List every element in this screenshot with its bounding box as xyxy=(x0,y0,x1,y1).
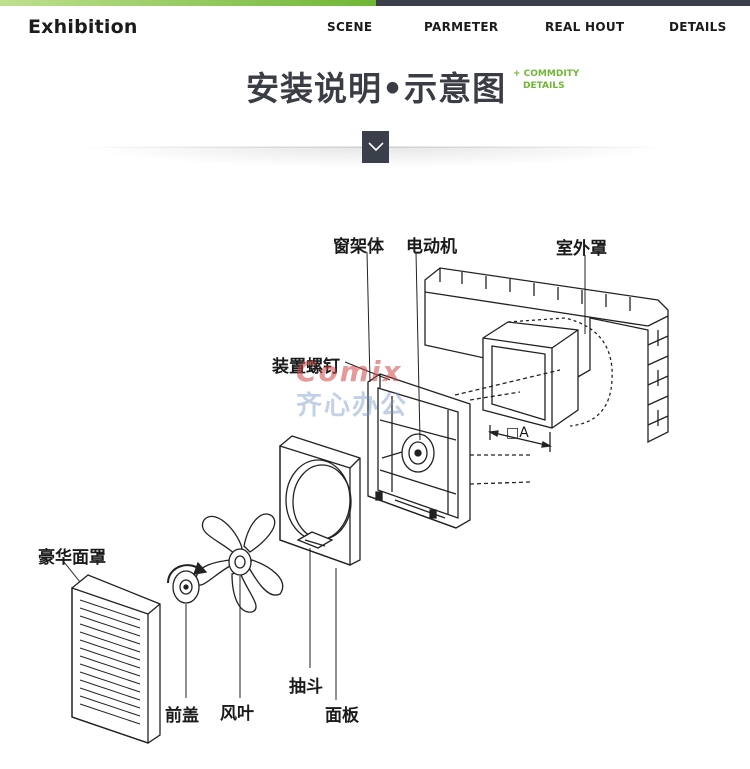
front-panel xyxy=(279,435,361,566)
leader-lines xyxy=(63,251,586,700)
front-cap xyxy=(167,561,208,604)
alignment-lines xyxy=(454,369,561,485)
label-front-cap: 前盖 xyxy=(165,706,199,726)
label-drawer: 抽斗 xyxy=(289,677,323,697)
top-accent-bar xyxy=(0,0,750,6)
label-fan-blade: 风叶 xyxy=(220,704,254,724)
label-frame: 窗架体 xyxy=(333,237,384,257)
section-subtitle: + COMMDITY DETAILS xyxy=(513,68,579,92)
watermark-logo: Comix xyxy=(296,355,403,388)
expand-toggle-button[interactable] xyxy=(362,131,389,163)
label-screws: 装置螺钉 xyxy=(272,357,340,377)
nav-real-hout[interactable]: REAL HOUT xyxy=(545,20,625,34)
outer-cover-box xyxy=(482,317,613,452)
chevron-down-icon xyxy=(367,142,384,152)
watermark-cn: 齐心办公 xyxy=(296,391,409,421)
nav-scene[interactable]: SCENE xyxy=(327,20,373,34)
fan-blade xyxy=(195,513,284,613)
brand-title: Exhibition xyxy=(28,16,138,38)
dimension-label: □A xyxy=(506,425,529,441)
subtitle-line1: + COMMDITY xyxy=(513,69,580,79)
label-outer-cover: 室外罩 xyxy=(556,239,607,259)
label-luxury-cover: 豪华面罩 xyxy=(38,548,106,568)
label-panel: 面板 xyxy=(325,706,359,726)
section-title: 安装说明•示意图 xyxy=(246,69,507,108)
label-motor: 电动机 xyxy=(406,237,457,257)
motor xyxy=(381,433,435,473)
accent-bar-dark xyxy=(376,0,750,6)
luxury-grille xyxy=(71,574,161,744)
nav-details[interactable]: DETAILS xyxy=(669,20,727,34)
subtitle-line2: DETAILS xyxy=(523,81,565,91)
nav-parameter[interactable]: PARMETER xyxy=(424,20,499,34)
accent-bar-green xyxy=(0,0,376,6)
